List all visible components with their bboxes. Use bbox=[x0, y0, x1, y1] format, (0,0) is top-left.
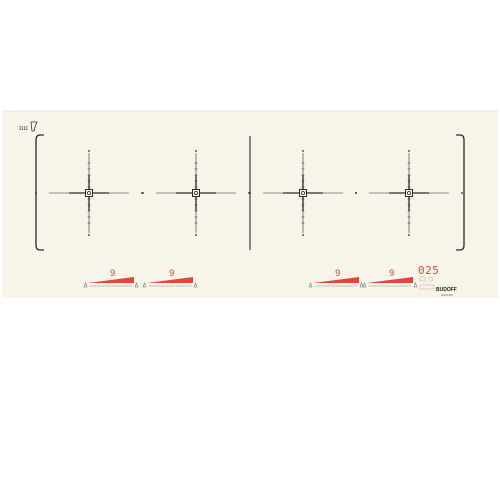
power-level-bar bbox=[88, 277, 134, 283]
zone-control-1[interactable]: 9 bbox=[83, 269, 139, 288]
flame-high-icon[interactable] bbox=[413, 282, 418, 288]
power-level-display: 9 bbox=[335, 269, 340, 279]
keep-warm-icon[interactable] bbox=[419, 284, 435, 290]
flame-high-icon[interactable] bbox=[359, 282, 364, 288]
right-zone-bracket bbox=[456, 134, 465, 251]
zone-control-4[interactable]: 9 bbox=[362, 269, 418, 288]
timer-panel[interactable]: 025 bbox=[418, 264, 439, 290]
flame-low-icon[interactable] bbox=[83, 282, 88, 288]
flame-low-icon[interactable] bbox=[142, 282, 147, 288]
timer-display: 025 bbox=[418, 264, 439, 277]
brand-subtitle: GASTRO bbox=[441, 293, 454, 297]
brand-logo: BUDOFF bbox=[436, 287, 457, 293]
flame-low-icon[interactable] bbox=[308, 282, 313, 288]
power-level-bar bbox=[313, 277, 359, 283]
zone-control-3[interactable]: 9 bbox=[308, 269, 364, 288]
svg-text:ɪɪɪɪ: ɪɪɪɪ bbox=[19, 125, 28, 132]
cooking-zone-3[interactable] bbox=[249, 150, 357, 236]
power-level-display: 9 bbox=[169, 269, 174, 279]
lock-icon[interactable] bbox=[419, 276, 426, 282]
cooking-zone-2[interactable] bbox=[142, 150, 250, 236]
power-level-display: 9 bbox=[110, 269, 115, 279]
cooking-zone-1[interactable] bbox=[35, 150, 143, 236]
flame-high-icon[interactable] bbox=[193, 282, 198, 288]
power-level-display: 9 bbox=[389, 269, 394, 279]
zone-target-icon bbox=[299, 189, 307, 197]
power-level-bar bbox=[367, 277, 413, 283]
zone-target-icon bbox=[405, 189, 413, 197]
zone-target-icon bbox=[85, 189, 93, 197]
zone-target-icon bbox=[192, 189, 200, 197]
flame-low-icon[interactable] bbox=[362, 282, 367, 288]
zone-control-2[interactable]: 9 bbox=[142, 269, 198, 288]
timer-icon[interactable] bbox=[428, 276, 434, 282]
flame-high-icon[interactable] bbox=[134, 282, 139, 288]
power-level-bar bbox=[147, 277, 193, 283]
wine-cup-logo-icon: ɪɪɪɪ bbox=[19, 121, 38, 132]
cooking-zone-4[interactable] bbox=[355, 150, 463, 236]
